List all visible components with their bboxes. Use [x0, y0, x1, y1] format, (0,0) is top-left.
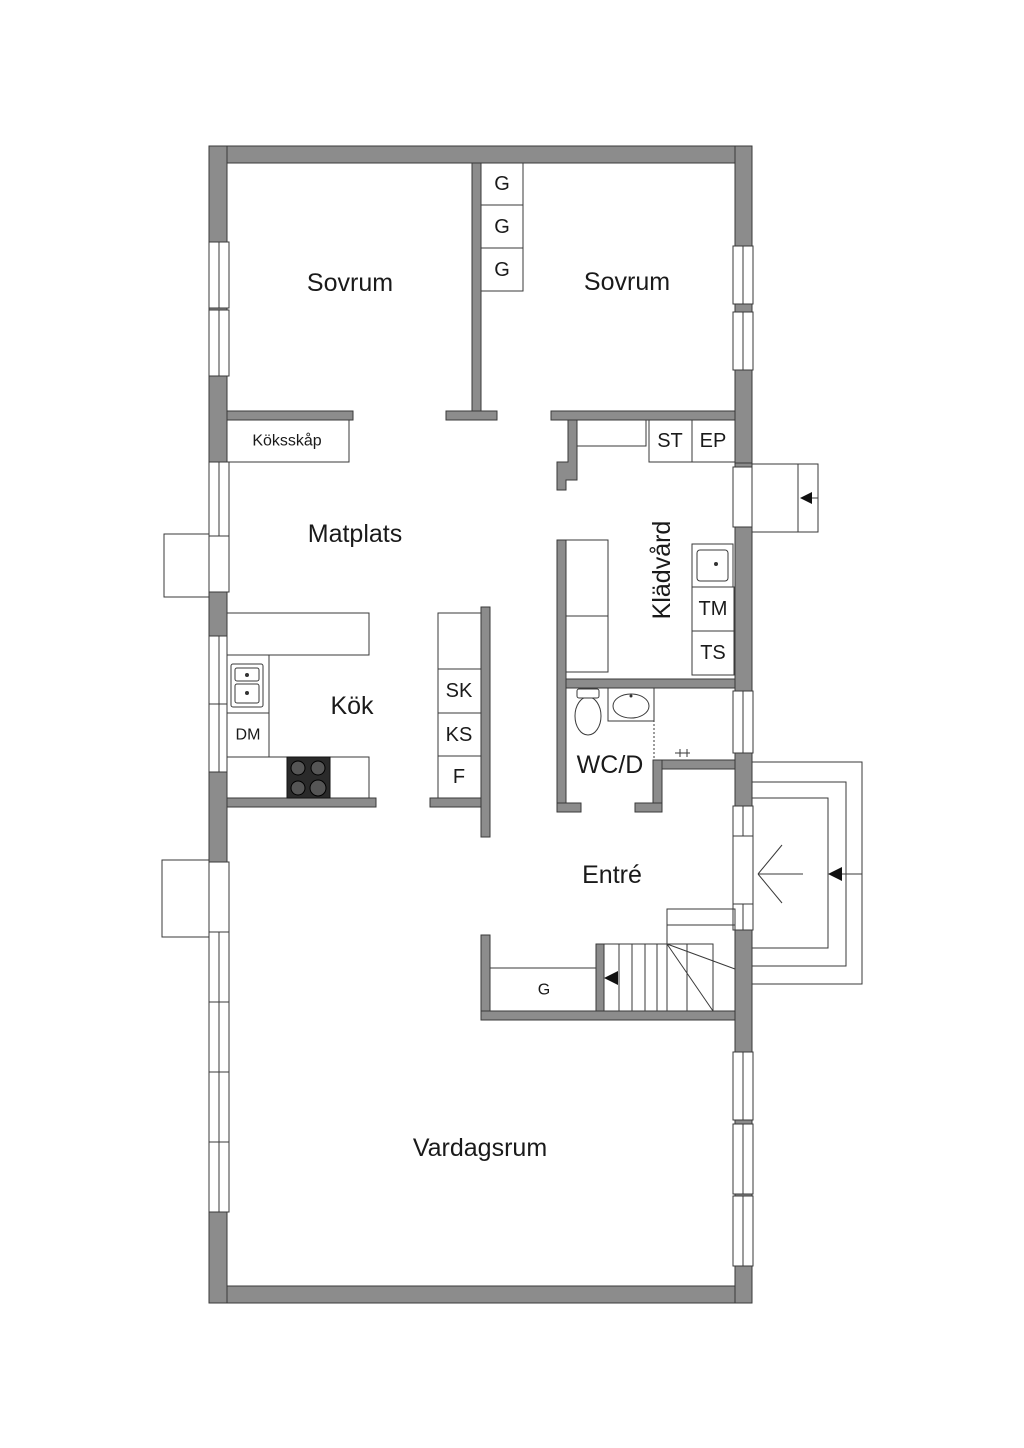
st-ep-units: ST EP — [576, 419, 736, 463]
f-unit-label: F — [453, 766, 465, 788]
wall-fridge-column — [480, 606, 491, 838]
room-label-entrance: Entré — [582, 861, 642, 889]
kitchen-counter-top — [226, 612, 370, 656]
room-label-laundry: Klädvård — [648, 521, 676, 620]
toilet-icon — [574, 696, 602, 736]
basin-icon — [612, 693, 650, 719]
freezer — [437, 668, 482, 714]
balcony-door-box — [161, 859, 210, 938]
wall-wc-right — [652, 759, 736, 770]
door-opening — [208, 535, 230, 593]
room-label-bedroom-right: Sovrum — [584, 268, 670, 296]
shelf — [576, 419, 647, 447]
wall-storage-bottom — [480, 1010, 736, 1021]
wardrobe-label: G — [494, 173, 510, 195]
fridge — [437, 712, 482, 757]
ts-label: TS — [700, 642, 726, 664]
wall-storage-left — [480, 934, 491, 1021]
column-unit — [437, 612, 482, 670]
right-windows — [732, 245, 754, 1267]
balcony-door-box — [163, 533, 210, 598]
wall-bedroom-left-bottom — [226, 410, 354, 421]
room-label-wc: WC/D — [577, 751, 644, 779]
wall-bedroom-right-bottom — [550, 410, 736, 421]
wardrobes-bedroom: G G G — [480, 162, 524, 292]
tap-icon — [675, 749, 690, 757]
room-label-bedroom-left: Sovrum — [307, 269, 393, 297]
room-label-dining: Matplats — [308, 520, 402, 548]
fridge-label: KS — [446, 724, 473, 746]
freezer-label: SK — [446, 680, 473, 702]
room-label-living: Vardagsrum — [413, 1134, 547, 1162]
ep-label: EP — [700, 430, 727, 452]
wall-top — [208, 145, 753, 164]
dishwasher-label: DM — [236, 727, 261, 744]
ts-unit — [691, 630, 735, 676]
door-opening — [732, 466, 754, 528]
interior-walls — [226, 162, 753, 1021]
tm-label: TM — [699, 598, 728, 620]
arrow-icon — [800, 492, 812, 504]
wall-fridge-bottom — [429, 797, 482, 808]
wardrobe — [489, 967, 597, 1012]
door-opening — [208, 861, 230, 933]
stair-arrow-icon — [604, 971, 618, 985]
kitchen-fixtures: DM — [226, 612, 370, 799]
wall-jog — [556, 419, 578, 491]
entrance-steps — [752, 761, 863, 985]
wall-wc-bottom-left — [556, 802, 582, 813]
left-windows — [208, 241, 230, 1213]
f-unit — [437, 755, 482, 799]
wardrobe-label: G — [494, 259, 510, 281]
laundry-fixtures: TM TS Klädvård — [565, 521, 735, 676]
toilet-tank-icon — [576, 688, 600, 699]
wall-laundry-left — [556, 539, 567, 813]
arrow-icon — [828, 867, 842, 881]
sink-basin-icon — [696, 549, 729, 582]
wall-kitchen-bottom — [226, 797, 377, 808]
staircase — [603, 908, 736, 1012]
room-label-kitchen: Kök — [330, 692, 374, 720]
st-unit — [648, 419, 693, 463]
wall-bottom — [208, 1285, 753, 1304]
kitchen-cabinet — [226, 419, 350, 463]
wardrobe-label: G — [494, 216, 510, 238]
appliance-column: SK KS F — [437, 612, 482, 799]
wall-mark — [734, 462, 753, 468]
wall-laundry-bottom — [565, 678, 736, 689]
wardrobe-label: G — [538, 982, 550, 999]
wall-stub — [445, 410, 498, 421]
laundry-counter — [565, 539, 609, 617]
dishwasher — [226, 712, 270, 758]
wc-fixtures — [574, 687, 690, 760]
wardrobe — [480, 247, 524, 292]
side-door — [751, 463, 819, 533]
entrance-door-opening — [732, 835, 754, 905]
wall-bedroom-divider — [471, 162, 482, 412]
wall-stair-divider — [595, 943, 605, 1012]
laundry-counter — [565, 615, 609, 673]
wardrobe — [480, 162, 524, 206]
entrance-storage: G — [489, 967, 597, 1012]
entrance-arrow-icon — [757, 844, 803, 904]
wall-wc-bottom-right — [634, 802, 663, 813]
kitchen-cabinet-label: Köksskåp — [252, 432, 321, 450]
st-label: ST — [657, 430, 683, 452]
wardrobe — [480, 204, 524, 249]
ep-unit — [691, 419, 736, 463]
